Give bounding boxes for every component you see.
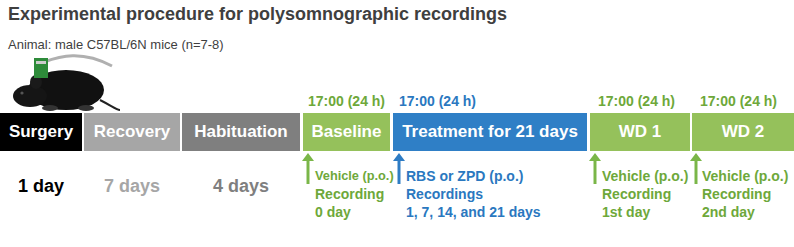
arrow-head <box>589 153 601 161</box>
treatment-note: 0 day <box>315 204 351 220</box>
treatment-note: Recording <box>702 186 771 202</box>
treatment-note: 1st day <box>602 204 650 220</box>
time-label: 17:00 (24 h) <box>308 93 385 109</box>
treatment-note: Vehicle (p.o.) <box>315 168 394 183</box>
mouse-paw <box>78 105 94 111</box>
diagram-title: Experimental procedure for polysomnograp… <box>8 4 507 25</box>
arrow-head <box>302 153 314 161</box>
animal-note: Animal: male C57BL/6N mice (n=7-8) <box>8 37 224 52</box>
treatment-note: Recording <box>315 186 384 202</box>
treatment-note: Recording <box>602 186 671 202</box>
timing-arrows <box>302 153 702 184</box>
mouse-paw <box>42 105 58 111</box>
timeline-phase-box: Treatment for 21 days <box>393 113 587 151</box>
phase-label: Habituation <box>194 122 288 142</box>
treatment-note: Vehicle (p.o.) <box>702 168 788 184</box>
time-label: 17:00 (24 h) <box>700 93 777 109</box>
phase-label: Recovery <box>94 122 171 142</box>
phase-label: Baseline <box>312 122 382 142</box>
timeline-phase-box: Habituation <box>182 113 300 151</box>
timeline-phase-box: Surgery <box>0 113 82 151</box>
timeline-phase-box: Baseline <box>303 113 390 151</box>
phase-label: Surgery <box>9 122 73 142</box>
timeline-phase-box: WD 2 <box>692 113 794 151</box>
treatment-note: 2nd day <box>702 204 755 220</box>
mouse-head <box>13 85 47 107</box>
headstage <box>34 58 48 78</box>
arrow-shaft <box>398 160 401 184</box>
timeline-phase-box: WD 1 <box>590 113 690 151</box>
time-label: 17:00 (24 h) <box>399 93 476 109</box>
phase-label: WD 2 <box>722 122 765 142</box>
arrow-shaft <box>307 160 310 184</box>
arrow-head <box>690 153 702 161</box>
phase-label: WD 1 <box>619 122 662 142</box>
treatment-note: Recordings <box>406 186 483 202</box>
phase-label: Treatment for 21 days <box>402 122 578 142</box>
mouse-eye <box>20 91 23 94</box>
time-label: 17:00 (24 h) <box>598 93 675 109</box>
arrow-shaft <box>695 160 698 184</box>
mouse-illustration <box>13 56 120 111</box>
duration-label: 4 days <box>213 176 269 197</box>
arrow-shaft <box>594 160 597 184</box>
duration-label: 1 day <box>18 176 64 197</box>
headstage-pins <box>36 61 46 64</box>
treatment-note: Vehicle (p.o.) <box>602 168 688 184</box>
timeline-phase-box: Recovery <box>84 113 180 151</box>
recording-cable <box>44 56 112 66</box>
treatment-note: 1, 7, 14, and 21 days <box>406 204 541 220</box>
treatment-note: RBS or ZPD (p.o.) <box>406 168 523 184</box>
duration-label: 7 days <box>104 176 160 197</box>
arrow-head <box>393 153 405 161</box>
mouse-tail <box>100 100 120 110</box>
